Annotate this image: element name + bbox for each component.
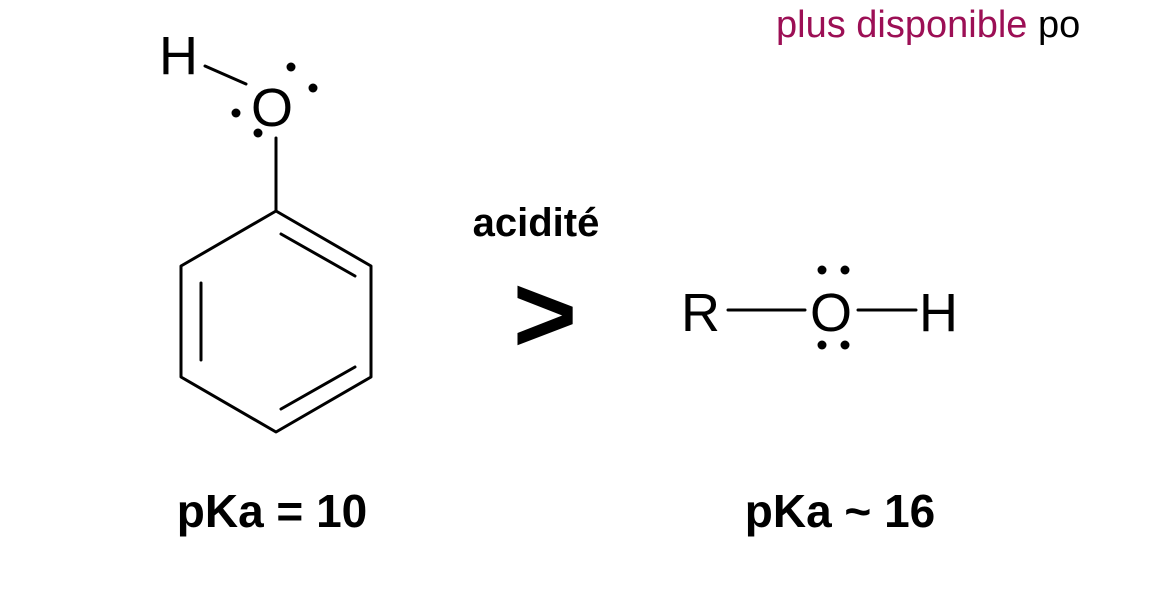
alcohol-h-atom: H [919,283,958,343]
benzene-ring [179,209,373,434]
alcohol-pka-label: pKa ~ 16 [745,485,936,537]
alcohol-lone-pair-dot [840,340,850,350]
header-line: plus disponible po [776,4,1080,46]
phenol-lone-pair-dot [231,108,241,118]
benzene-double-bond [279,365,357,411]
phenol-lone-pair-dot [308,83,318,93]
phenol-h-atom: H [159,26,198,86]
header-highlight-text: plus disponible [776,4,1027,46]
benzene-double-bond [279,232,357,278]
alcohol-lone-pair-dot [817,265,827,275]
alcohol-o-atom: O [810,283,852,343]
alcohol-lone-pairs [817,265,850,350]
alcohol-lone-pair-dot [840,265,850,275]
acidity-label: acidité [473,201,600,245]
phenol-lone-pair-dot [286,62,296,72]
alcohol-lone-pair-dot [817,340,827,350]
phenol-lone-pair-dot [253,128,263,138]
alcohol-r-atom: R [681,283,720,343]
header-rest-text: po [1027,4,1080,46]
phenol-h-o-bond [203,64,248,86]
phenol-structure: H O [159,26,373,434]
alcohol-structure: R O H [681,265,958,350]
phenol-o-atom: O [251,78,293,138]
greater-than-symbol: > [513,253,577,376]
phenol-lone-pairs [231,62,318,138]
phenol-pka-label: pKa = 10 [177,485,368,537]
